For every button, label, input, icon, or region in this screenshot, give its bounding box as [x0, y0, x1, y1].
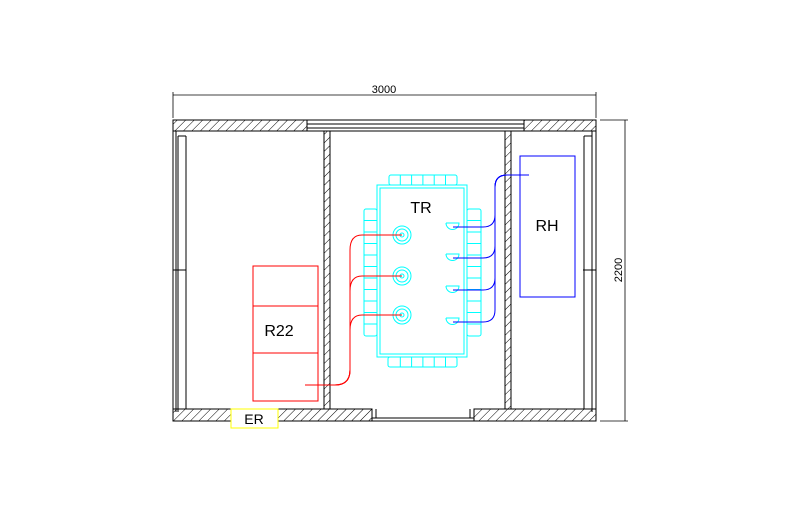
rh-label: RH: [535, 218, 558, 235]
lv-cable: [453, 174, 529, 323]
entrance-label: ER: [244, 411, 263, 427]
r22-label: R22: [264, 323, 293, 340]
width-dimension-label: 3000: [372, 84, 396, 96]
radiator-left: [363, 208, 378, 337]
lv-bushing: [445, 222, 460, 230]
transformer-tank-inner: [379, 187, 465, 355]
hv-cable: [305, 314, 402, 386]
hv-cable: [305, 234, 402, 386]
width-dimension: [172, 92, 597, 118]
lv-bushing: [445, 317, 460, 325]
entrance-box: [230, 408, 279, 429]
partition-walls: [323, 130, 512, 410]
height-dimension-label: 2200: [613, 258, 625, 282]
lv-bushing: [445, 253, 460, 261]
hv-cable: [305, 275, 402, 386]
height-dimension: [600, 119, 628, 422]
rh-panel: [519, 155, 576, 298]
radiator-right: [466, 208, 482, 337]
transformer-label: TR: [410, 200, 431, 217]
outer-walls: [172, 119, 597, 422]
r22-panel: [252, 265, 319, 402]
lv-bushing: [445, 285, 460, 293]
